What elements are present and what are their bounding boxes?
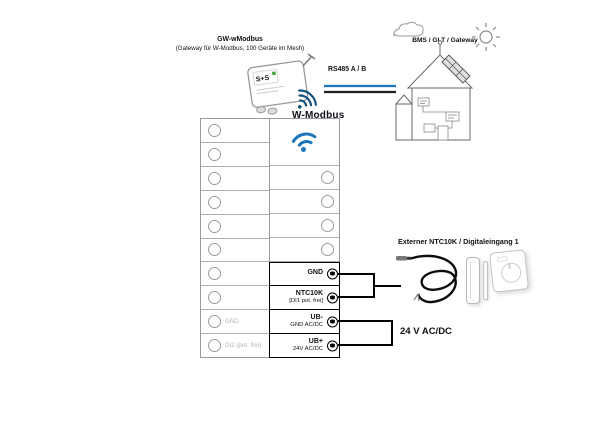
terminal-row-left — [201, 165, 269, 190]
terminal-row-left — [201, 119, 269, 142]
terminal-row-right — [270, 213, 339, 237]
terminal-row-left-gnd: GND — [201, 309, 269, 333]
connector-dot-ub-minus — [327, 316, 338, 327]
terminal-row-right — [270, 237, 339, 261]
terminal-ub-minus-sublabel: GND AC/DC — [290, 322, 323, 329]
wifi-icon — [291, 132, 316, 152]
power-label: 24 V AC/DC — [400, 326, 452, 337]
terminal-ntc10k-label: NTC10K — [295, 290, 323, 298]
power-wires — [338, 320, 393, 346]
wmodbus-cell — [270, 119, 339, 165]
door-contact-ridge — [470, 262, 471, 299]
rs485-bus-lines — [324, 84, 396, 94]
terminal-circle — [208, 123, 221, 137]
terminal-row-right — [270, 165, 339, 189]
terminal-gnd: GND — [270, 261, 339, 285]
building-illustration — [393, 21, 500, 141]
terminal-ntc10k-sublabel: [DI1 pot. frei] — [289, 298, 323, 305]
sensor-wires — [338, 273, 401, 298]
terminal-circle — [208, 147, 221, 161]
terminal-row-left — [201, 261, 269, 285]
gateway-title: GW-wModbus — [217, 36, 263, 43]
probe-tip — [396, 256, 407, 261]
terminal-ub-plus: UB+ 24V AC/DC — [270, 333, 339, 357]
terminal-circle — [208, 315, 221, 329]
terminal-circle — [208, 171, 221, 185]
bms-devices — [417, 97, 460, 141]
probe-cable — [410, 254, 458, 304]
terminal-row-left-di2: DI2 (pot. frei) — [201, 333, 269, 357]
terminal-circle — [208, 243, 221, 257]
terminal-row-left — [201, 213, 269, 238]
terminal-ub-minus: UB- GND AC/DC — [270, 309, 339, 333]
connector-dot-ntc10k — [327, 292, 338, 303]
terminal-label-gnd: GND — [225, 318, 239, 326]
terminal-row-left — [201, 141, 269, 166]
external-sensor-label: Externer NTC10K / Digitaleingang 1 — [398, 237, 519, 246]
room-sensor-image — [489, 249, 529, 293]
terminal-row-left — [201, 189, 269, 214]
antenna-icon — [302, 53, 316, 67]
room-sensor-slot — [496, 256, 508, 263]
terminal-block-right: GND NTC10K [DI1 pot. frei] UB- GND AC/DC… — [269, 118, 340, 358]
connector-dot-ub-plus — [327, 340, 338, 351]
terminal-gnd-label: GND — [307, 269, 323, 277]
gateway-device-image: S+S — [247, 53, 318, 115]
terminal-circle — [321, 195, 334, 208]
door-contact-image — [466, 257, 480, 304]
cable-gland — [267, 107, 278, 115]
cable-gland — [256, 106, 267, 114]
terminal-circle — [208, 267, 221, 281]
connector-dot-gnd — [327, 268, 338, 279]
terminal-circle — [321, 219, 334, 232]
terminal-circle — [208, 339, 221, 353]
terminal-ntc10k: NTC10K [DI1 pot. frei] — [270, 285, 339, 309]
terminal-row-left — [201, 237, 269, 262]
terminal-ub-minus-label: UB- — [310, 314, 323, 322]
gateway-subtitle: (Gateway für W-Modbus, 100 Geräte im Mes… — [175, 45, 305, 52]
device-wifi-icon — [297, 89, 318, 109]
terminal-ub-plus-sublabel: 24V AC/DC — [292, 346, 323, 353]
terminal-circle — [208, 195, 221, 209]
sun-icon — [472, 23, 500, 51]
solar-panel — [441, 54, 471, 84]
terminal-circle — [321, 243, 334, 256]
room-sensor-dial — [500, 261, 523, 284]
terminal-row-left — [201, 285, 269, 309]
bms-label: BMS / GLT / Gateway — [412, 37, 478, 44]
terminal-ub-plus-label: UB+ — [308, 338, 323, 346]
wmodbus-label: W-Modbus — [292, 110, 345, 121]
rs485-label: RS485 A / B — [328, 66, 367, 73]
terminal-circle — [208, 219, 221, 233]
door-contact-magnet-image — [483, 261, 488, 300]
terminal-circle — [208, 291, 221, 305]
terminal-circle — [321, 171, 334, 184]
ss-logo: S+S — [255, 75, 270, 84]
terminal-block-left: GND DI2 (pot. frei) — [200, 118, 270, 358]
logo-green-square — [271, 71, 276, 76]
terminal-row-right — [270, 189, 339, 213]
ntc-probe-image — [396, 250, 468, 312]
cloud-icon — [393, 21, 424, 37]
terminal-label-di2: DI2 (pot. frei) — [225, 342, 262, 350]
